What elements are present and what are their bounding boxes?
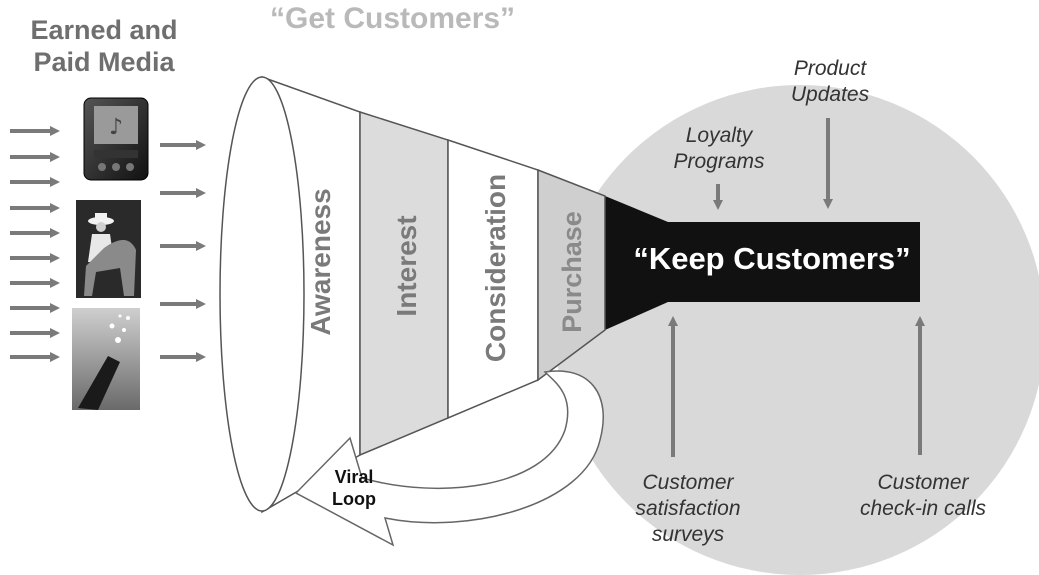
funnel — [219, 75, 606, 514]
funnel-band-purchase — [537, 168, 606, 382]
stage-label-interest: Interest — [391, 215, 422, 316]
top-input-arrows — [713, 118, 833, 210]
product-line-1: Product — [793, 57, 867, 80]
stage-label-consideration: Consideration — [480, 174, 511, 362]
media-output-arrows — [160, 140, 206, 362]
champagne-bottle-image — [72, 308, 140, 410]
survey-line-2: satisfaction surveys — [635, 497, 741, 546]
cowboy-on-horse-image — [76, 200, 141, 298]
music-player-image: ♪ — [83, 97, 149, 181]
stage-label-purchase: Purchase — [557, 211, 587, 333]
viral-line-2: Loop — [332, 489, 376, 509]
survey-line-1: Customer — [642, 471, 734, 494]
loyalty-line-2: Programs — [673, 150, 765, 173]
keep-customers-tube — [605, 196, 920, 330]
checkin-line-2: check-in calls — [859, 497, 987, 520]
bottom-input-arrows — [668, 316, 925, 457]
product-updates-label: Product Updates — [770, 56, 890, 108]
viral-loop-arrow — [294, 370, 604, 547]
loyalty-line-1: Loyalty — [685, 124, 753, 147]
checkin-line-1: Customer — [877, 471, 969, 494]
satisfaction-surveys-label: Customer satisfaction surveys — [598, 470, 778, 548]
earned-line-2: Paid Media — [33, 47, 175, 77]
keep-customers-label: “Keep Customers” — [633, 241, 911, 276]
product-line-2: Updates — [790, 83, 870, 106]
stage-label-awareness: Awareness — [305, 188, 336, 335]
funnel-mouth — [219, 76, 305, 512]
check-in-calls-label: Customer check-in calls — [848, 470, 998, 522]
viral-line-1: Viral — [334, 467, 374, 487]
media-input-arrows — [10, 126, 60, 362]
earned-paid-media-title: Earned and Paid Media — [14, 14, 194, 78]
earned-line-1: Earned and — [30, 15, 178, 45]
svg-text:♪: ♪ — [109, 115, 123, 140]
loyalty-programs-label: Loyalty Programs — [660, 123, 778, 175]
viral-loop-label: Viral Loop — [322, 466, 386, 510]
get-customers-title: “Get Customers” — [270, 2, 516, 35]
